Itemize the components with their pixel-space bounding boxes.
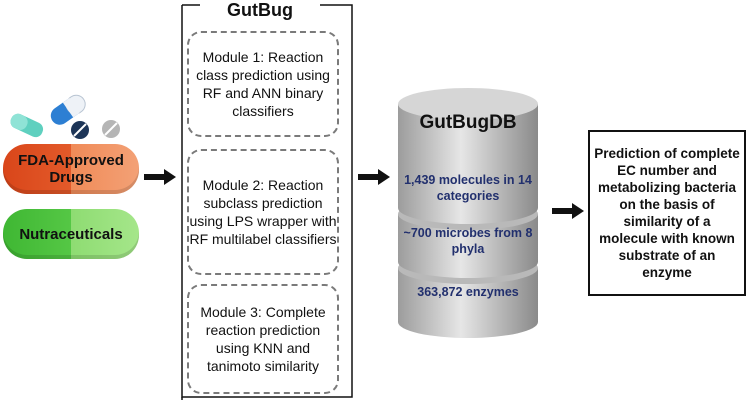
arrow-icon (144, 169, 176, 185)
gutbug-title: GutBug (200, 0, 320, 20)
module-1-text: Module 1: Reaction class prediction usin… (196, 49, 330, 119)
module-1: Module 1: Reaction class prediction usin… (187, 31, 339, 137)
gutbug-bracket (181, 4, 353, 400)
arrow-icon (552, 203, 584, 219)
database-molecules: 1,439 molecules in 14 categories (404, 173, 532, 203)
database-microbes: ~700 microbes from 8 phyla (403, 226, 533, 256)
nutraceuticals-pill: Nutraceuticals (3, 209, 139, 259)
prediction-text: Prediction of complete EC number and met… (594, 146, 740, 280)
module-3-text: Module 3: Complete reaction prediction u… (200, 304, 326, 374)
fda-approved-drugs-pill: FDA-Approved Drugs (3, 144, 139, 194)
module-3: Module 3: Complete reaction prediction u… (187, 284, 339, 394)
database-enzymes: 363,872 enzymes (417, 285, 519, 299)
prediction-output-box: Prediction of complete EC number and met… (588, 130, 746, 296)
fda-label: FDA-Approved Drugs (18, 152, 124, 186)
module-2: Module 2: Reaction subclass prediction u… (187, 149, 339, 275)
tablet-icon (71, 121, 89, 139)
module-2-text: Module 2: Reaction subclass prediction u… (189, 177, 337, 247)
tablet-icon (102, 120, 120, 138)
arrow-icon (358, 169, 390, 185)
pill-capsule-icon (50, 94, 86, 125)
nutraceuticals-label: Nutraceuticals (19, 225, 123, 243)
capsule-icon (10, 113, 44, 138)
database-cylinder (398, 88, 538, 338)
database-title: GutBugDB (419, 112, 517, 133)
